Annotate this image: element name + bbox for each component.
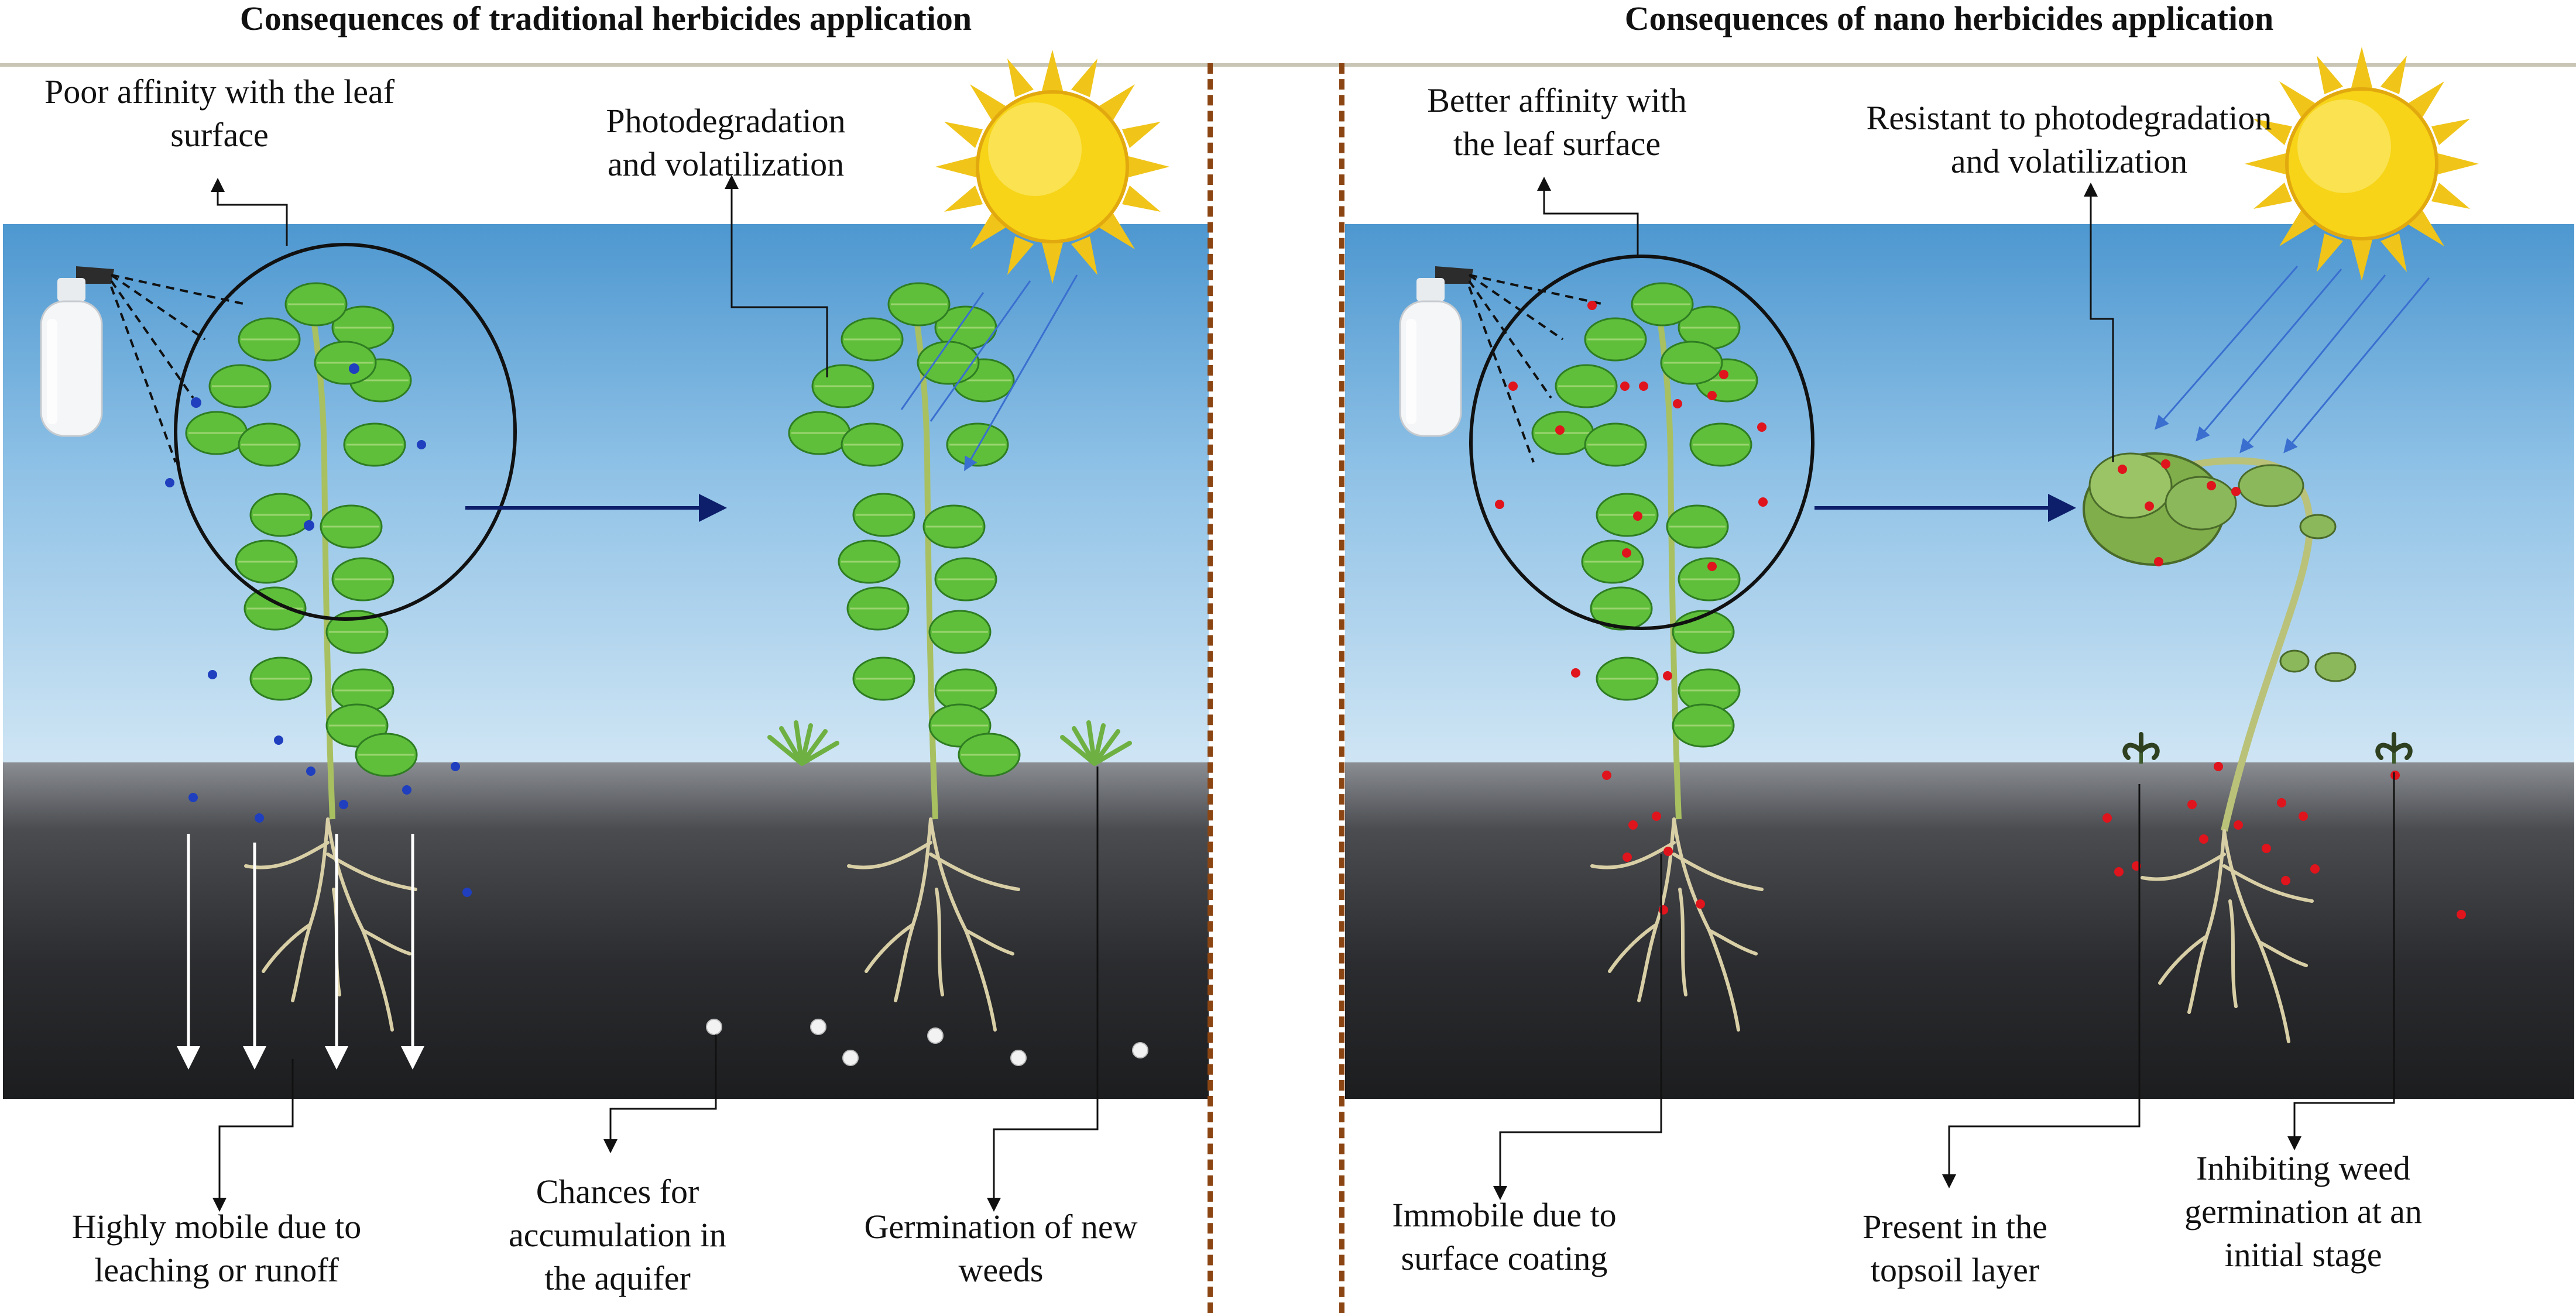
spray-mist xyxy=(1468,274,1604,463)
heading-traditional: Consequences of traditional herbicides a… xyxy=(239,0,972,37)
label-poor-affinity: Poor affinity with the leaf surface xyxy=(44,73,395,154)
divider-line xyxy=(1208,63,1213,1313)
sprayer-bottle-icon xyxy=(1399,265,1474,437)
plant-wilted-nano xyxy=(2083,452,2357,1042)
sky xyxy=(1345,224,2574,762)
label-inhibiting: Inhibiting weed germination at an initia… xyxy=(2184,1149,2422,1274)
divider-line xyxy=(1339,63,1344,1313)
heading-nano: Consequences of nano herbicides applicat… xyxy=(1624,0,2274,37)
leaf-focus-circle xyxy=(174,243,517,621)
header-rule xyxy=(0,63,2576,67)
callout-lines-left xyxy=(211,175,1099,1212)
herbicide-particles-traditional xyxy=(165,363,472,897)
leaching-arrows xyxy=(177,834,424,1070)
weed-sprout-icon xyxy=(2378,734,2410,764)
sun-rays xyxy=(900,274,1078,472)
plant-sprayed-nano xyxy=(1531,282,1762,1030)
leaf-focus-circle xyxy=(1469,255,1814,630)
sun-rays xyxy=(2155,266,2430,453)
callout-lines-right xyxy=(1493,177,2395,1200)
nano-particles xyxy=(1495,301,2466,919)
weed-sprout-icon xyxy=(2125,734,2157,764)
label-photodegradation: Photodegradation and volatilization xyxy=(606,102,846,183)
label-better-affinity: Better affinity with the leaf surface xyxy=(1427,81,1687,163)
weed-icon xyxy=(770,723,837,764)
plant-degraded-traditional xyxy=(788,282,1021,1030)
spray-mist xyxy=(110,274,246,463)
label-germination-new: Germination of new weeds xyxy=(864,1208,1138,1289)
label-immobile: Immobile due to surface coating xyxy=(1392,1196,1617,1277)
label-highly-mobile: Highly mobile due to leaching or runoff xyxy=(71,1208,362,1289)
panel-nano xyxy=(1345,224,2574,1099)
weed-icon xyxy=(1062,723,1130,764)
soil xyxy=(3,762,1209,1099)
aquifer-particles xyxy=(706,1019,1148,1066)
plant-sprayed-traditional xyxy=(185,282,418,1030)
label-accumulation: Chances for accumulation in the aquifer xyxy=(508,1173,727,1297)
label-topsoil: Present in the topsoil layer xyxy=(1862,1208,2047,1289)
sun-icon xyxy=(935,50,1169,284)
soil xyxy=(1345,762,2574,1099)
label-resistant: Resistant to photodegradation and volati… xyxy=(1866,99,2272,180)
sprayer-bottle-icon xyxy=(40,265,115,437)
